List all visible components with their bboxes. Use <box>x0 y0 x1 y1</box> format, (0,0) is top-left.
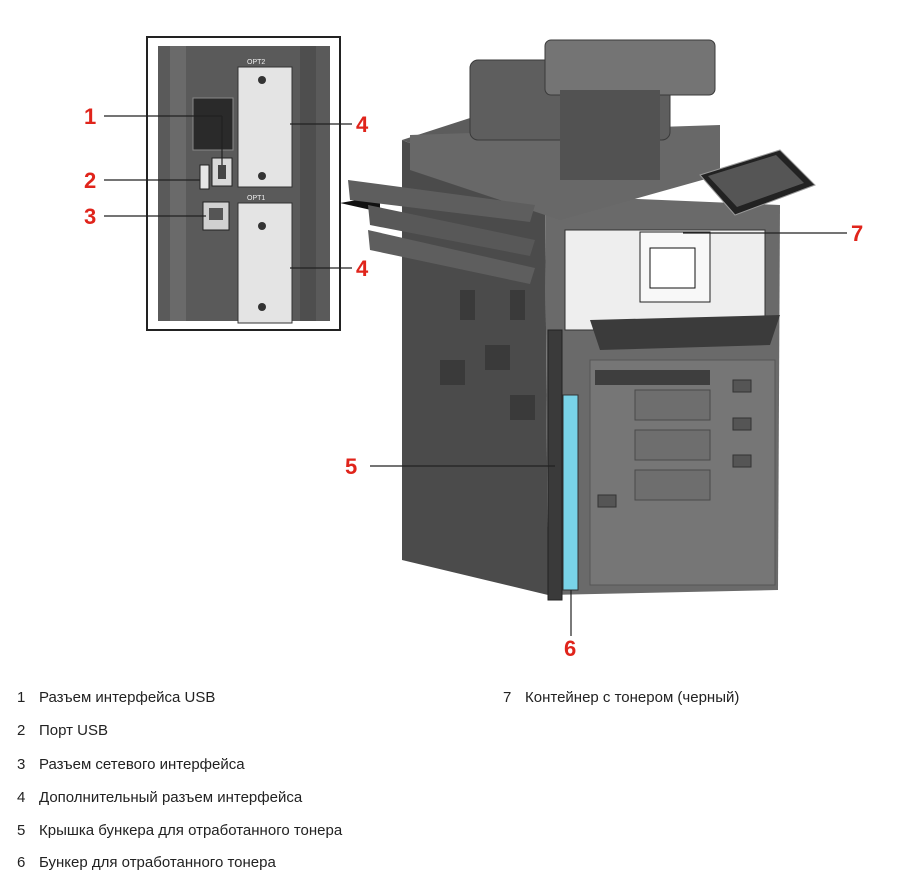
opt2-label: OPT2 <box>247 59 265 66</box>
usb-port <box>199 164 210 190</box>
option-slot-opt1: OPT1 <box>237 195 293 324</box>
printer-body <box>348 39 816 601</box>
callout-7: 7 <box>851 221 863 246</box>
callout-4-bottom: 4 <box>356 256 369 281</box>
callout-3: 3 <box>84 204 96 229</box>
option-slot-opt2: OPT2 <box>237 59 293 188</box>
callout-2: 2 <box>84 168 96 193</box>
usb-interface-connector <box>192 97 234 151</box>
callout-4-top: 4 <box>356 112 369 137</box>
callout-1: 1 <box>84 104 96 129</box>
callout-6: 6 <box>564 636 576 660</box>
callout-5: 5 <box>345 454 357 479</box>
opt1-label: OPT1 <box>247 195 265 202</box>
toner-container <box>649 247 696 289</box>
callout-lines <box>104 115 847 636</box>
waste-toner-cover <box>547 329 563 601</box>
interface-inset: OPT2 OPT1 <box>146 36 341 331</box>
printer-diagram: OPT2 OPT1 <box>84 36 863 660</box>
